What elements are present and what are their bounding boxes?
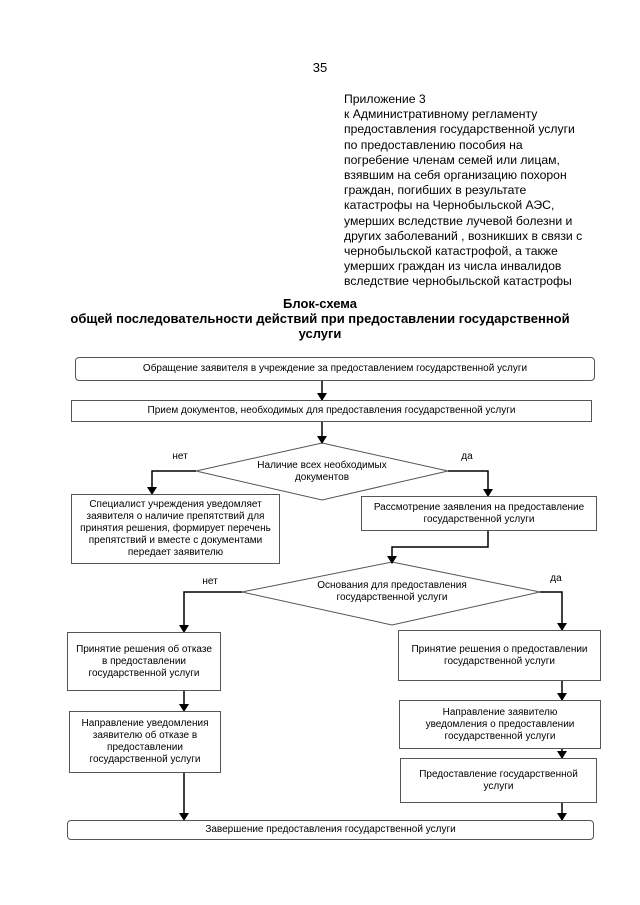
notify-obstacles-box: Специалист учреждения уведомляет заявите… — [71, 494, 280, 564]
appendix-line: умерших вследствие лучевой болезни и — [344, 213, 573, 228]
refusal-notice-line: заявителю об отказе в — [92, 730, 198, 741]
refusal-decision-line: в предоставлении — [101, 655, 186, 667]
no-label: нет — [202, 576, 218, 587]
appendix-line: предоставления государственной услуги — [344, 122, 575, 137]
arrow — [387, 531, 489, 564]
request-box: Обращение заявителя в учреждение за пред… — [75, 357, 595, 381]
decision2-label: Основания для предоставления государстве… — [292, 580, 492, 604]
title-line: общей последовательности действий при пр… — [70, 311, 570, 326]
appendix-line: вследствие чернобыльской катастрофы — [344, 274, 572, 289]
appendix-line: других заболеваний , возникших в связи с — [344, 228, 583, 243]
yes-label: да — [550, 573, 562, 584]
decision1-line: документов — [294, 472, 350, 483]
arrow-yes1 — [448, 470, 493, 497]
notify-obstacles-line: препятствий и вместе с документами — [88, 535, 263, 546]
appendix-line: погребение членам семей или лицам, — [344, 152, 560, 167]
decision2-line: Основания для предоставления — [317, 580, 467, 591]
appendix-note: Приложение 3 к Административному регламе… — [344, 92, 606, 290]
notify-obstacles-line: заявителя о наличие препятствий для — [86, 511, 265, 522]
flowchart-title: Блок-схема общей последовательности дейс… — [50, 296, 590, 341]
decision1-diamond — [195, 442, 449, 501]
review-line: Рассмотрение заявления на предоставление — [373, 501, 585, 513]
appendix-line: умерших граждан из числа инвалидов — [344, 259, 562, 274]
yes-label: да — [461, 451, 473, 462]
refusal-decision-line: Принятие решения об отказе — [76, 643, 212, 655]
appendix-line: Приложение 3 — [344, 92, 426, 106]
arrow-yes2 — [540, 591, 567, 631]
appendix-line: по предоставлению пособия на — [344, 137, 523, 152]
refusal-decision-box: Принятие решения об отказе в предоставле… — [67, 632, 221, 691]
appendix-line: катастрофы на Чернобыльской АЭС, — [344, 198, 555, 213]
title-line: Блок-схема — [283, 296, 357, 311]
refusal-notice-line: предоставлении — [107, 742, 183, 753]
notify-obstacles-line: Специалист учреждения уведомляет — [89, 499, 262, 510]
review-line: государственной услуги — [423, 513, 535, 525]
review-box: Рассмотрение заявления на предоставление… — [361, 496, 597, 531]
completion-label: Завершение предоставления государственно… — [205, 824, 456, 835]
completion-box: Завершение предоставления государственно… — [67, 820, 594, 840]
grant-decision-line: Принятие решения о предоставлении — [411, 643, 588, 655]
appendix-line: к Административному регламенту — [344, 107, 538, 122]
grant-notice-box: Направление заявителю уведомления о пред… — [399, 700, 601, 749]
grant-decision-box: Принятие решения о предоставлении госуда… — [398, 630, 601, 681]
notify-obstacles-line: передает заявителю — [127, 547, 224, 558]
grant-notice-line: государственной услуги — [444, 730, 556, 742]
decision1-line: Наличие всех необходимых — [257, 460, 387, 471]
appendix-line: взявшим на себя организацию похорон — [344, 168, 567, 183]
page-number: 35 — [312, 60, 328, 75]
decision2-diamond — [241, 561, 541, 626]
provision-line: услуги — [483, 780, 514, 792]
provision-line: Предоставление государственной — [419, 768, 578, 780]
decision2-line: государственной услуги — [336, 592, 448, 603]
no-label: нет — [172, 451, 188, 462]
refusal-notice-box: Направление уведомления заявителю об отк… — [69, 711, 221, 773]
grant-decision-line: государственной услуги — [444, 655, 555, 667]
provision-box: Предоставление государственной услуги — [400, 758, 597, 803]
notify-obstacles-line: принятия решения, формирует перечень — [80, 523, 271, 534]
refusal-notice-line: государственной услуги — [89, 754, 201, 765]
title-line: услуги — [298, 326, 342, 341]
reception-box: Прием документов, необходимых для предос… — [71, 400, 592, 422]
arrow-no2 — [179, 591, 242, 633]
grant-notice-line: Направление заявителю — [442, 706, 558, 718]
grant-notice-line: уведомления о предоставлении — [425, 718, 575, 730]
reception-label: Прием документов, необходимых для предос… — [147, 405, 516, 416]
arrow-no1 — [147, 470, 196, 495]
decision1-label: Наличие всех необходимых документов — [222, 460, 422, 484]
request-label: Обращение заявителя в учреждение за пред… — [142, 363, 528, 374]
appendix-line: граждан, погибших в результате — [344, 183, 527, 198]
appendix-line: чернобыльской катастрофой, а также — [344, 244, 558, 259]
refusal-notice-line: Направление уведомления — [81, 718, 209, 729]
refusal-decision-line: государственной услуги — [88, 667, 200, 679]
